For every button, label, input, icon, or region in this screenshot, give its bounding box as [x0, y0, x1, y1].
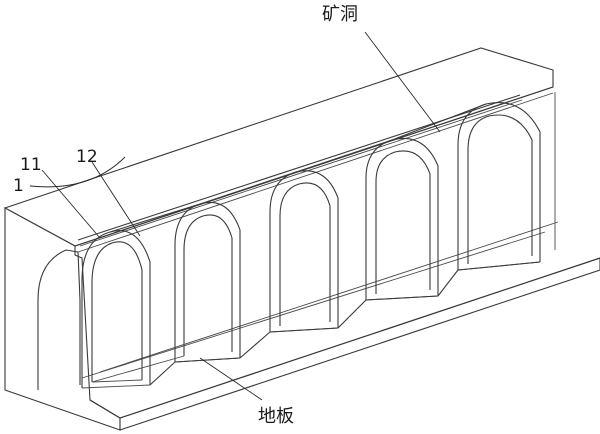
leader-12	[91, 161, 141, 237]
floor-back-edge	[99, 221, 559, 373]
leader-1	[29, 156, 126, 188]
floor-top-edge	[89, 257, 600, 419]
label-part-12: 12	[76, 147, 98, 167]
block-end-face	[4, 207, 121, 431]
top-bar	[109, 103, 487, 233]
label-part-1: 1	[13, 176, 24, 196]
leader-tunnel	[364, 31, 441, 133]
label-floor: 地板	[258, 406, 294, 427]
bottom-bar-back	[91, 355, 185, 383]
leader-floor	[199, 357, 263, 401]
support-frame-4	[365, 137, 439, 301]
support-frame-5	[457, 102, 541, 271]
end-face-arch-opening	[37, 249, 81, 390]
roof-rail-lower	[79, 99, 523, 247]
label-tunnel: 矿洞	[322, 4, 358, 25]
floor-slab-front	[119, 257, 600, 431]
support-frame-1	[81, 230, 151, 389]
label-part-11: 11	[20, 155, 42, 175]
bottom-bar-front	[149, 261, 541, 386]
leader-11	[41, 169, 101, 239]
